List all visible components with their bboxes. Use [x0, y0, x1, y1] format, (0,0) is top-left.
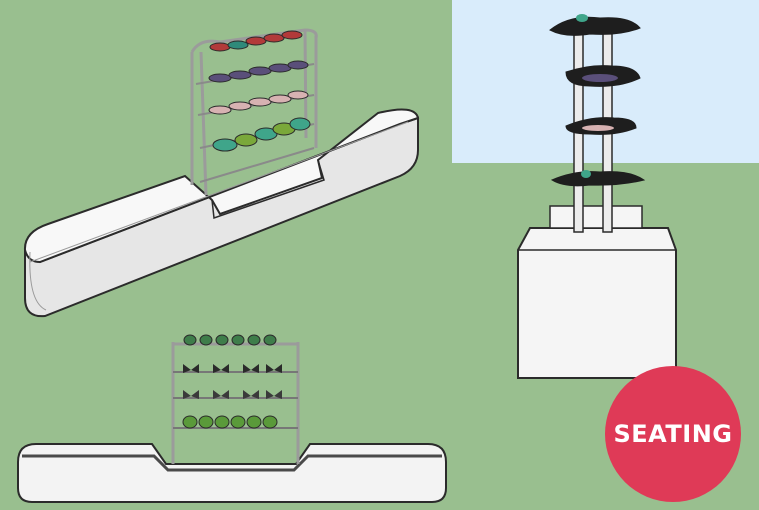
iso-bench-end-cap — [29, 251, 47, 311]
side-elevation-view — [517, 14, 677, 379]
seating-badge: SEATING — [605, 366, 741, 502]
side-upper-block — [549, 205, 643, 229]
front-shoes-row-1 — [183, 334, 277, 346]
front-rack-frame — [171, 342, 300, 464]
iso-bench-edge-line — [29, 121, 409, 263]
front-elevation-view — [17, 334, 447, 503]
front-shoes-row-2 — [183, 364, 282, 373]
iso-shoes-row-2 — [208, 60, 309, 83]
side-shoe-accents — [576, 14, 618, 178]
iso-shoes-row-4 — [212, 117, 311, 152]
front-bench — [17, 443, 447, 503]
iso-shoes-row-3 — [208, 90, 309, 115]
front-shoes-row-3 — [183, 390, 282, 399]
isometric-view — [23, 28, 420, 318]
front-shoes-row-4 — [182, 415, 278, 429]
seating-badge-label: SEATING — [613, 420, 733, 448]
iso-bench-notch — [211, 159, 325, 220]
front-bench-top-shadow — [22, 454, 442, 472]
iso-shoes-row-1 — [209, 30, 303, 52]
iso-rack-frame — [190, 28, 318, 196]
